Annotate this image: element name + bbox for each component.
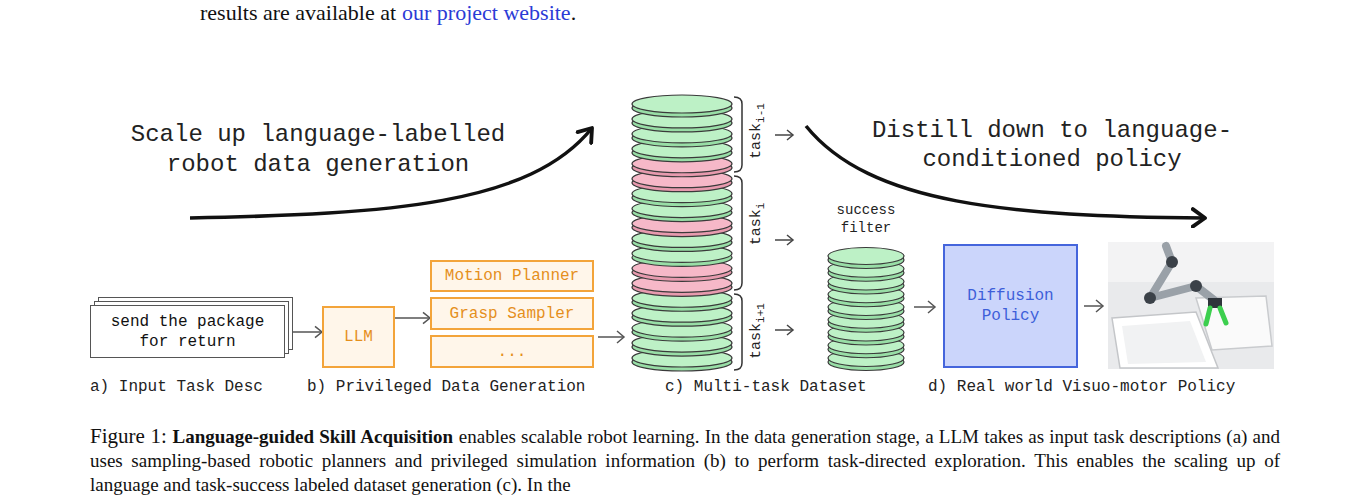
node-label: ... [498, 342, 527, 362]
panel-caption: d) Real world Visuo-motor Policy [928, 377, 1235, 397]
disk [828, 248, 904, 265]
bracket [734, 97, 742, 172]
paper-text-line: results are available atour project webs… [200, 0, 576, 26]
arrow-head [423, 312, 430, 323]
node-label: Diffusion Policy [953, 286, 1068, 326]
connector-line [395, 317, 430, 319]
arrow-head [617, 331, 624, 343]
tool-box: Motion Planner [430, 260, 594, 292]
robot-joint [1144, 292, 1156, 304]
bin-inner [1122, 321, 1206, 364]
dataset-stack [632, 95, 732, 371]
node-label: Motion Planner [445, 266, 579, 286]
bin [1112, 312, 1218, 368]
panel-caption: a) Input Task Desc [90, 377, 263, 397]
flow-arrow [914, 301, 935, 313]
arrow-line [598, 336, 624, 338]
stage-heading: Scale up language-labelled robot data ge… [118, 120, 518, 180]
arrow-line [775, 329, 793, 331]
arrow-line [914, 306, 935, 308]
arrow-line [775, 134, 793, 136]
arrow-line [1084, 305, 1103, 307]
flow-arrow [598, 331, 624, 343]
task-index: i-1 [755, 103, 767, 123]
flow-arrow [1084, 300, 1103, 312]
task-tag: taski [748, 203, 767, 246]
node-label: LLM [344, 327, 373, 347]
stack-label: success filter [820, 201, 912, 237]
task-index: i+1 [755, 303, 767, 323]
node-text-group: send the package for return [97, 312, 278, 352]
photo-background [1108, 242, 1274, 369]
task-arrow [775, 130, 793, 335]
arrow-head [1096, 300, 1103, 312]
robot-joint [1166, 256, 1178, 268]
caption-title: Language-guided Skill Acquisition [173, 426, 454, 447]
robot-gripper [1206, 308, 1226, 324]
node-text-group: LLM [344, 327, 373, 347]
node-label: send the package for return [97, 312, 278, 352]
robot-photo [1108, 242, 1274, 369]
bracket [734, 176, 742, 290]
stage-heading: Distill down to language-conditioned pol… [862, 116, 1242, 174]
node-text-group: Diffusion Policy [953, 286, 1068, 326]
node-label: Grasp Sampler [450, 304, 575, 324]
figure-caption: Figure 1: Language-guided Skill Acquisiti… [90, 424, 1280, 495]
arrow-head [928, 301, 935, 313]
task-index: i [755, 203, 767, 210]
policy-box: Diffusion Policy [943, 244, 1078, 368]
task-bracket [734, 97, 742, 370]
tool-box: ... [430, 335, 594, 368]
node-text-group: ... [498, 342, 527, 362]
paper-text: results are available at [200, 0, 396, 25]
panel-caption: c) Multi-task Dataset [665, 377, 867, 397]
process-box: LLM [322, 306, 395, 368]
task-name: task [748, 209, 765, 245]
arrow-head [787, 325, 793, 335]
task-description-box: send the package for return [90, 305, 285, 358]
paper-text: . [571, 0, 577, 25]
bracket [734, 294, 742, 370]
connector [395, 312, 430, 323]
robot-joint [1190, 280, 1202, 292]
panel-caption: b) Privileged Data Generation [307, 377, 585, 397]
task-name: task [748, 323, 765, 359]
disk [632, 95, 732, 113]
task-name: task [748, 123, 765, 159]
arrow-head [787, 130, 793, 140]
arrow-line [775, 239, 793, 241]
photo-wall [1108, 242, 1274, 282]
filtered-stack [828, 248, 904, 371]
arrow-head [787, 235, 793, 245]
node-text-group: Motion Planner [445, 266, 579, 286]
figure-number: Figure 1: [90, 424, 167, 448]
robot-arm [1150, 246, 1214, 300]
arrow-head [315, 326, 322, 337]
node-text-group: Grasp Sampler [450, 304, 575, 324]
tool-box: Grasp Sampler [430, 297, 594, 330]
task-tag: taski-1 [748, 103, 767, 159]
hyperlink: our project website [402, 0, 571, 25]
task-tag: taski+1 [748, 303, 767, 359]
